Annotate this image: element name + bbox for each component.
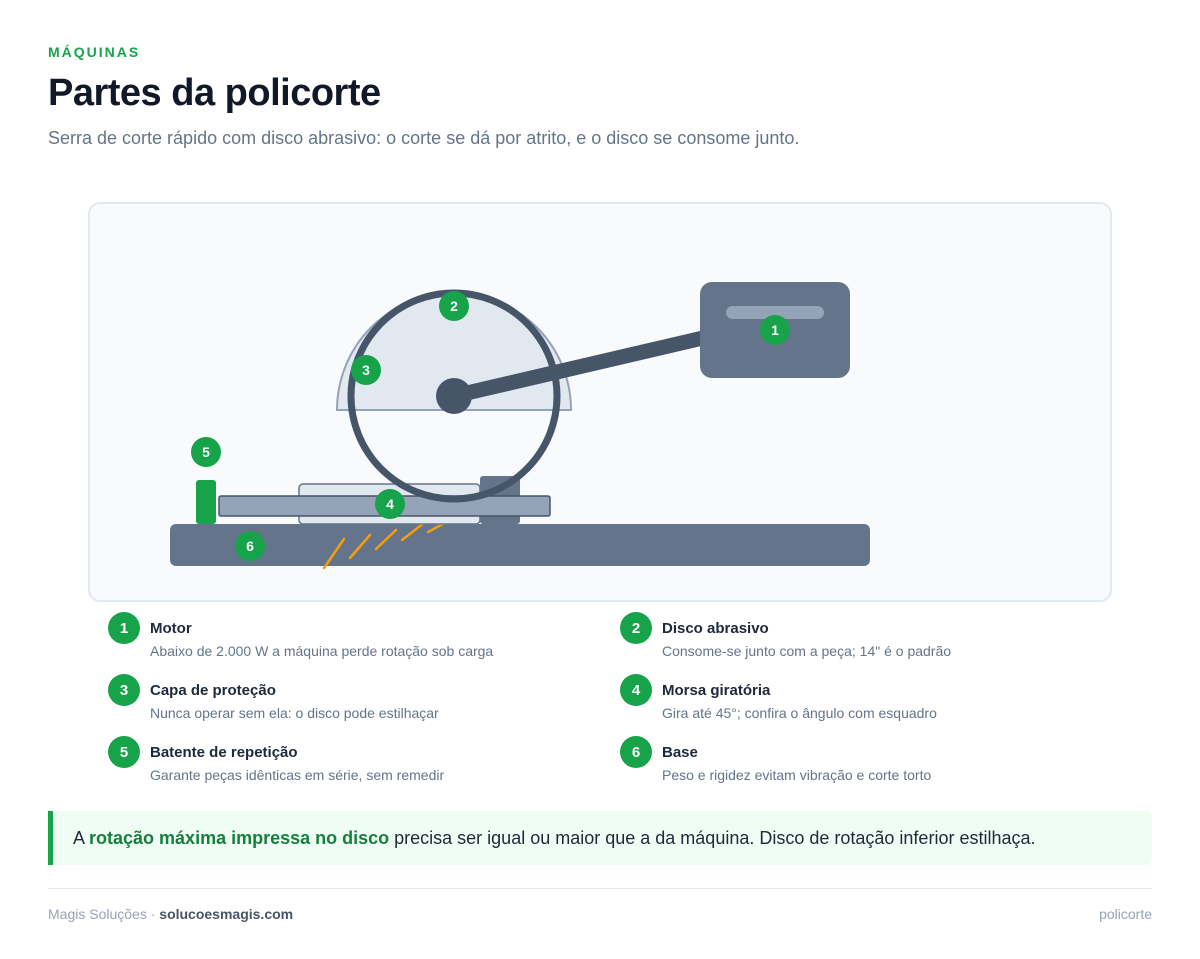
legend-badge: 1 xyxy=(108,612,140,644)
repeat-stop xyxy=(196,480,216,524)
legend-name: Capa de proteção xyxy=(150,682,276,699)
legend-item-vise: 4 Morsa giratória Gira até 45°; confira … xyxy=(620,674,1100,730)
legend-item-base: 6 Base Peso e rigidez evitam vibração e … xyxy=(620,736,1100,792)
marker-motor: 1 xyxy=(760,315,790,345)
legend-desc: Nunca operar sem ela: o disco pode estil… xyxy=(150,705,439,721)
legend-name: Morsa giratória xyxy=(662,682,771,699)
legend-name: Disco abrasivo xyxy=(662,620,769,637)
legend-badge: 6 xyxy=(620,736,652,768)
callout-suffix: precisa ser igual ou maior que a da máqu… xyxy=(389,827,1036,848)
svg-text:1: 1 xyxy=(771,322,779,338)
footer-tag: policorte xyxy=(1099,906,1152,922)
legend-name: Base xyxy=(662,744,698,761)
footer-brand-name: Magis Soluções xyxy=(48,906,147,922)
legend-desc: Consome-se junto com a peça; 14" é o pad… xyxy=(662,643,952,659)
legend-badge: 5 xyxy=(108,736,140,768)
legend-name: Batente de repetição xyxy=(150,744,298,761)
sparks xyxy=(322,518,452,570)
page-title: Partes da policorte xyxy=(48,72,381,114)
legend-badge: 4 xyxy=(620,674,652,706)
legend-item-guard: 3 Capa de proteção Nunca operar sem ela:… xyxy=(108,674,588,730)
motor-vent xyxy=(726,306,824,319)
legend-badge: 2 xyxy=(620,612,652,644)
legend-desc: Gira até 45°; confira o ângulo com esqua… xyxy=(662,705,937,721)
footer-brand: Magis Soluções · solucoesmagis.com xyxy=(48,906,293,922)
legend-desc: Garante peças idênticas em série, sem re… xyxy=(150,767,445,783)
base-shape xyxy=(170,524,870,566)
legend-badge: 3 xyxy=(108,674,140,706)
marker-guard: 3 xyxy=(351,355,381,385)
marker-vise: 4 xyxy=(375,489,405,519)
legend-item-disc: 2 Disco abrasivo Consome-se junto com a … xyxy=(620,612,1100,668)
safety-callout: A rotação máxima impressa no disco preci… xyxy=(48,811,1152,865)
svg-text:6: 6 xyxy=(246,538,254,554)
legend-desc: Abaixo de 2.000 W a máquina perde rotaçã… xyxy=(150,643,494,659)
legend-item-motor: 1 Motor Abaixo de 2.000 W a máquina perd… xyxy=(108,612,588,668)
diagram-card: 1 2 3 4 5 6 xyxy=(88,202,1112,602)
footer-divider xyxy=(48,888,1152,889)
footer-separator: · xyxy=(146,906,160,922)
legend-item-stop: 5 Batente de repetição Garante peças idê… xyxy=(108,736,588,792)
page-subtitle: Serra de corte rápido com disco abrasivo… xyxy=(48,128,800,148)
svg-text:4: 4 xyxy=(386,496,394,512)
marker-base: 6 xyxy=(235,531,265,561)
legend-name: Motor xyxy=(150,620,192,637)
svg-text:5: 5 xyxy=(202,444,210,460)
footer-site-link[interactable]: solucoesmagis.com xyxy=(159,906,294,922)
callout-highlight: rotação máxima impressa no disco xyxy=(89,827,390,848)
svg-text:3: 3 xyxy=(362,362,370,378)
marker-stop: 5 xyxy=(191,437,221,467)
policorte-illustration: 1 2 3 4 5 6 xyxy=(170,282,870,570)
marker-disc: 2 xyxy=(439,291,469,321)
legend-desc: Peso e rigidez evitam vibração e corte t… xyxy=(662,767,932,783)
callout-prefix: A xyxy=(73,827,90,848)
motor-arm xyxy=(446,326,728,404)
svg-text:2: 2 xyxy=(450,298,458,314)
page-eyebrow: MÁQUINAS xyxy=(48,44,141,60)
disc-hub xyxy=(436,378,472,414)
